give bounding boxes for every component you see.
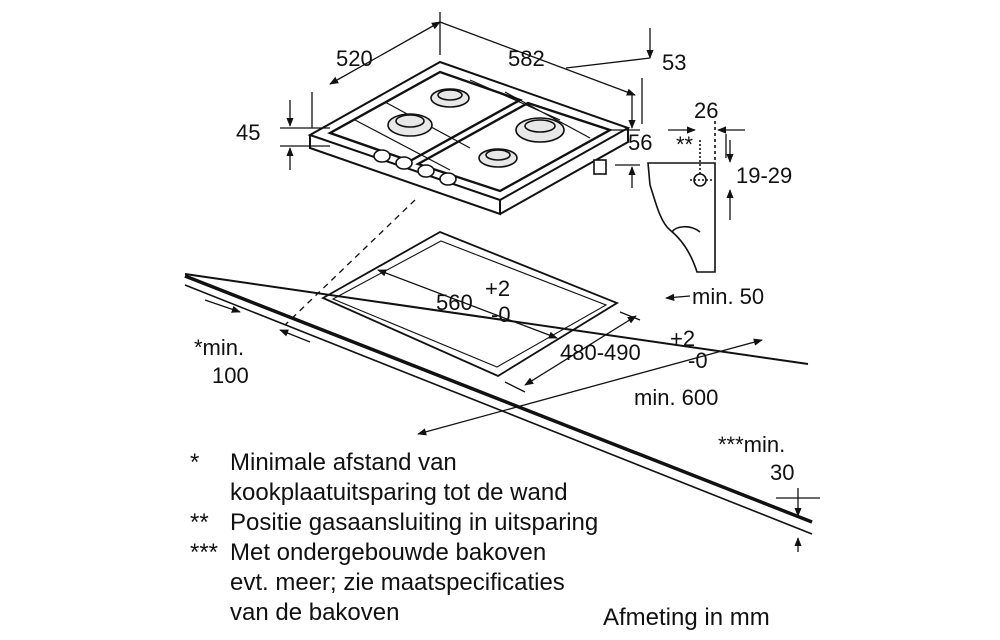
legend-text: Positie gasaansluiting in uitsparing bbox=[230, 509, 599, 536]
dim-front-clearance-label: *min. bbox=[194, 335, 244, 360]
legend-item-3-cont: evt. meer; zie maatspecificaties bbox=[190, 568, 750, 598]
dim-rear-clearance: min. 50 bbox=[692, 284, 764, 309]
worktop-dimension-lines bbox=[204, 269, 820, 552]
burner-rear-right bbox=[515, 117, 565, 143]
legend-item-1-cont: kookplaatuitsparing tot de wand bbox=[190, 478, 750, 508]
hob-dimension-lines bbox=[280, 12, 654, 188]
dim-side-gap: 53 bbox=[662, 50, 686, 75]
gas-connection-stub bbox=[593, 159, 607, 175]
control-knobs bbox=[373, 149, 457, 186]
dim-connection-height: 19-29 bbox=[736, 163, 792, 188]
worktop-edge-profile bbox=[647, 120, 716, 273]
legend-item-3-cont2: van de bakoven bbox=[190, 598, 750, 628]
dim-oven-clearance-label: ***min. bbox=[718, 432, 785, 457]
burner-rear-left bbox=[430, 88, 470, 108]
legend-text: van de bakoven bbox=[230, 599, 400, 626]
legend-text: Minimale afstand van bbox=[230, 449, 457, 476]
dim-connection-marker: ** bbox=[676, 132, 694, 157]
dim-rear-depth: 56 bbox=[628, 130, 652, 155]
dim-hob-width: 582 bbox=[508, 46, 545, 71]
legend-mark: ** bbox=[190, 509, 209, 536]
dim-hob-height: 45 bbox=[236, 120, 260, 145]
dim-cutout-width-tol-plus: +2 bbox=[485, 276, 510, 301]
hob-side-edge bbox=[499, 128, 629, 215]
dim-connection-offset: 26 bbox=[694, 98, 718, 123]
profile-dimension-lines bbox=[668, 126, 745, 220]
dim-cutout-width-tol-minus: -0 bbox=[491, 302, 511, 327]
legend-item-3: *** Met ondergebouwde bakoven bbox=[190, 538, 750, 568]
legend-item-2: ** Positie gasaansluiting in uitsparing bbox=[190, 508, 750, 538]
dim-cutout-width: 560 bbox=[436, 290, 473, 315]
dim-front-clearance-value: 100 bbox=[212, 363, 249, 388]
dim-worktop-depth: min. 600 bbox=[634, 385, 718, 410]
legend-item-1: * Minimale afstand van bbox=[190, 448, 750, 478]
burner-front-left bbox=[387, 113, 433, 137]
dim-oven-clearance-value: 30 bbox=[770, 460, 794, 485]
legend-text: kookplaatuitsparing tot de wand bbox=[230, 479, 568, 506]
legend-text: Met ondergebouwde bakoven bbox=[230, 539, 547, 566]
legend-mark: *** bbox=[190, 539, 219, 566]
hob-front-edge bbox=[309, 135, 501, 216]
dim-cutout-depth-tol-minus: -0 bbox=[688, 348, 708, 373]
burner-front-right bbox=[478, 148, 518, 168]
dim-hob-depth: 520 bbox=[336, 46, 373, 71]
dim-cutout-depth-tol-plus: +2 bbox=[670, 326, 695, 351]
unit-note: Afmeting in mm bbox=[603, 604, 770, 631]
legend-text: evt. meer; zie maatspecificaties bbox=[230, 569, 565, 596]
legend-mark: * bbox=[190, 449, 200, 476]
dim-cutout-depth: 480-490 bbox=[560, 340, 641, 365]
hob-drawing bbox=[307, 60, 631, 216]
footnote-legend: * Minimale afstand van kookplaatuitspari… bbox=[190, 448, 750, 628]
